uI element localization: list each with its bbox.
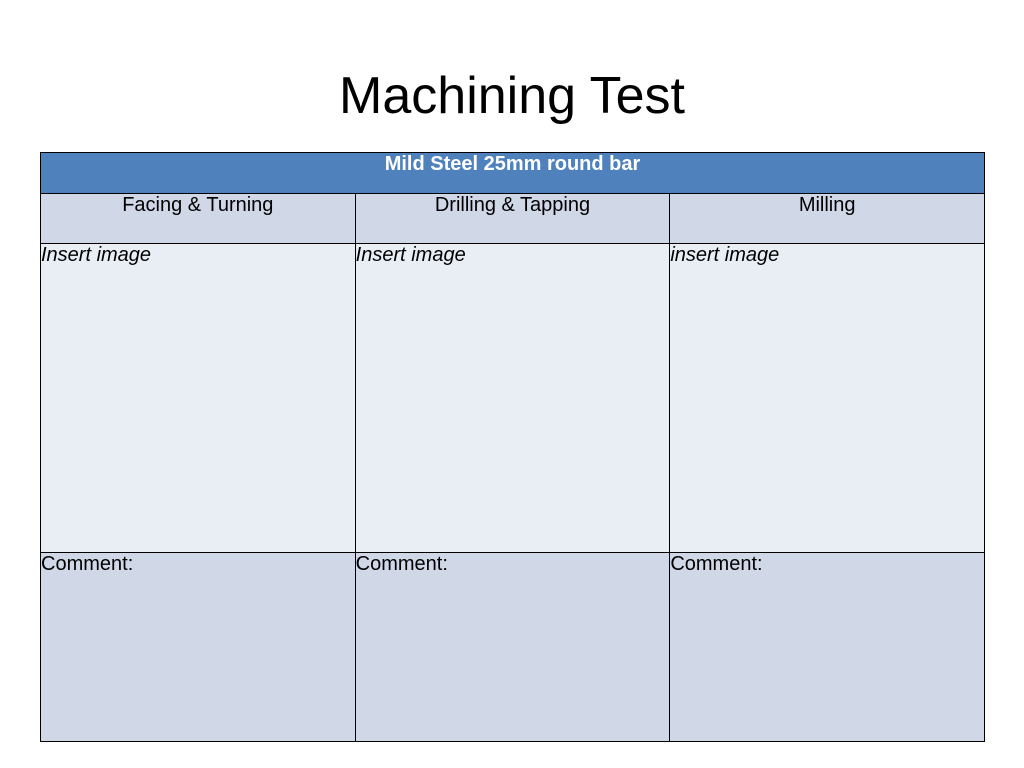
banner-row: Mild Steel 25mm round bar bbox=[40, 152, 985, 194]
comment-cell-milling[interactable]: Comment: bbox=[669, 552, 985, 742]
machining-test-table: Mild Steel 25mm round bar Facing & Turni… bbox=[40, 152, 985, 742]
column-header-facing-turning: Facing & Turning bbox=[40, 193, 356, 244]
column-header-drilling-tapping: Drilling & Tapping bbox=[354, 193, 671, 244]
image-row: Insert image Insert image insert image bbox=[40, 243, 985, 553]
image-placeholder-drilling-tapping[interactable]: Insert image bbox=[354, 243, 671, 553]
slide-title: Machining Test bbox=[339, 67, 685, 125]
comment-row: Comment: Comment: Comment: bbox=[40, 552, 985, 742]
image-placeholder-milling[interactable]: insert image bbox=[669, 243, 985, 553]
column-header-row: Facing & Turning Drilling & Tapping Mill… bbox=[40, 193, 985, 244]
image-placeholder-facing-turning[interactable]: Insert image bbox=[40, 243, 356, 553]
column-header-milling: Milling bbox=[669, 193, 985, 244]
comment-cell-drilling-tapping[interactable]: Comment: bbox=[354, 552, 671, 742]
comment-cell-facing-turning[interactable]: Comment: bbox=[40, 552, 356, 742]
table-banner: Mild Steel 25mm round bar bbox=[40, 152, 985, 194]
